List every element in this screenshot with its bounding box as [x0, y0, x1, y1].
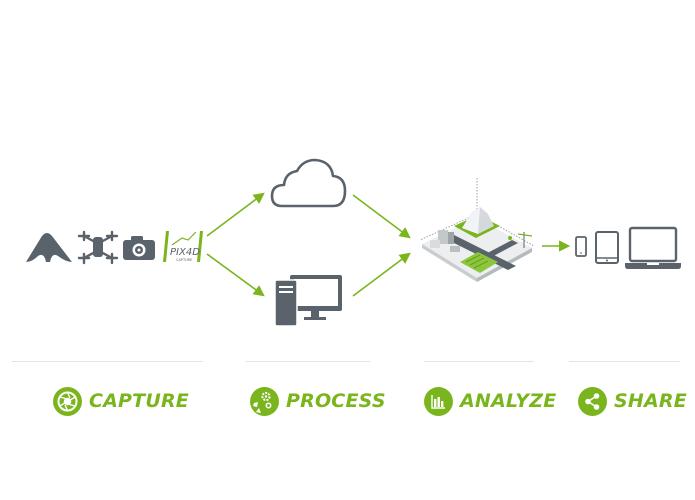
fixed-wing-drone-icon	[26, 233, 72, 262]
arrow-capture-to-cloud	[206, 192, 265, 237]
step-process-label: PROCESS	[286, 390, 386, 412]
cloud-icon	[270, 158, 347, 208]
desktop-computer-icon	[274, 275, 342, 327]
share-icon	[578, 386, 607, 416]
step-analyze-label: ANALYZE	[460, 390, 557, 412]
pix4d-logo-subtext: CAPTURE	[176, 258, 192, 262]
quadcopter-drone-icon	[77, 230, 119, 265]
arrow-desktop-to-analyze	[352, 252, 411, 297]
smartphone-icon	[575, 236, 587, 257]
workflow-diagram: PIX4D CAPTURE	[26, 158, 681, 327]
3d-city-model-icon	[419, 178, 535, 282]
arrow-capture-to-desktop	[206, 253, 265, 297]
divider-process	[246, 361, 370, 362]
aperture-icon	[53, 386, 82, 416]
arrow-cloud-to-analyze	[352, 194, 411, 239]
divider-share	[569, 361, 680, 362]
step-analyze[interactable]: ANALYZE	[424, 385, 556, 417]
camera-icon	[123, 236, 155, 260]
divider-capture	[12, 361, 203, 362]
step-capture-label: CAPTURE	[89, 390, 189, 412]
laptop-icon	[625, 226, 681, 269]
step-capture[interactable]: CAPTURE	[53, 385, 189, 417]
pix4d-logo-text: PIX4D	[170, 247, 200, 258]
bar-chart-icon	[424, 386, 453, 416]
step-share[interactable]: SHARE	[578, 385, 687, 417]
step-share-label: SHARE	[614, 390, 687, 412]
tablet-icon	[595, 231, 619, 264]
divider-analyze	[424, 361, 534, 362]
gears-head-icon	[250, 386, 279, 416]
step-process[interactable]: PROCESS	[250, 385, 386, 417]
pix4d-capture-logo: PIX4D CAPTURE	[163, 231, 203, 262]
